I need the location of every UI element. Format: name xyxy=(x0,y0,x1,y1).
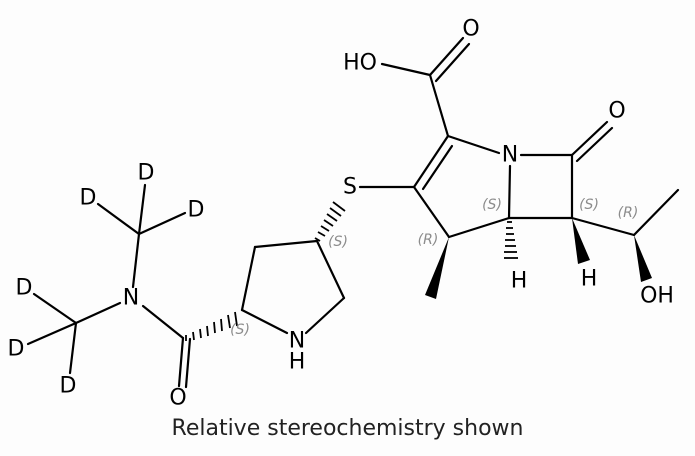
atom-d2: D xyxy=(80,186,97,211)
atom-h6: H xyxy=(581,267,598,292)
bond-c4-c5 xyxy=(447,216,511,239)
wedge-c4-methyl xyxy=(425,237,449,299)
atom-h5: H xyxy=(511,269,528,294)
bond-c3-c2-double-1 xyxy=(412,134,450,189)
atom-d5: D xyxy=(8,337,25,362)
bond-n-cd3-top xyxy=(131,232,141,289)
atom-d3: D xyxy=(188,198,205,223)
atom-o-acid: O xyxy=(462,17,479,42)
bond-n-carbonyl xyxy=(141,304,185,340)
atom-n-amide: N xyxy=(123,286,139,311)
diagram-caption: Relative stereochemistry shown xyxy=(171,416,524,441)
atom-h-pyrrolidine: H xyxy=(289,350,306,375)
bond-c-d-top xyxy=(137,183,147,236)
hashed-bond-c5-h xyxy=(504,221,518,259)
bond-c3-c2-double-2 xyxy=(421,144,454,191)
bond-c-d-ll xyxy=(26,321,78,346)
atom-d4: D xyxy=(16,276,33,301)
bond-c6-c8 xyxy=(570,216,636,237)
stereo-labels: (S) (S) (R) (S) (S) (R) xyxy=(230,197,638,338)
stereo-c8-hydroxyethyl: (R) xyxy=(618,205,639,221)
bond-c3-c4-pyr xyxy=(253,239,319,249)
bond-amide-co-2 xyxy=(184,337,192,389)
stereo-c6-carbapenem: (S) xyxy=(579,197,599,213)
bond-cooh-oh xyxy=(380,62,432,77)
stereo-c2-pyrrolidine: (S) xyxy=(230,322,250,338)
bond-c4-c5-pyr xyxy=(315,239,346,300)
bond-c2-n xyxy=(446,134,501,155)
bond-c-d-left xyxy=(96,202,141,236)
atom-n-lactam: N xyxy=(502,143,518,168)
atom-n-pyrrolidine: N xyxy=(289,329,305,354)
bond-n-c5 xyxy=(507,164,512,220)
hashed-bond-thioether xyxy=(314,201,346,242)
bond-c-d-bottom xyxy=(68,321,78,375)
bond-n-c2-pyr xyxy=(240,308,289,335)
bond-c8-methyl xyxy=(632,188,680,237)
atom-o-amide: O xyxy=(169,386,186,411)
bond-c3-c4 xyxy=(412,185,451,239)
stereo-c5-carbapenem: (S) xyxy=(482,197,502,213)
bond-amide-co-1 xyxy=(177,336,185,388)
hashed-bond-amide xyxy=(185,311,238,341)
bond-c-d-right xyxy=(137,211,187,236)
atom-d6: D xyxy=(60,374,77,399)
bond-c2-cooh xyxy=(428,73,450,138)
atom-s: S xyxy=(343,175,357,200)
bond-n-cd3-bottom xyxy=(74,301,122,325)
atom-oh-side: OH xyxy=(640,284,674,309)
atom-ho-acid: HO xyxy=(343,51,377,76)
bond-cooh-o-2 xyxy=(434,42,471,83)
bond-c7-o-1 xyxy=(570,120,609,157)
atom-labels: D D D N D D D O N H S HO O N O H H OH xyxy=(8,17,674,411)
atom-d1: D xyxy=(138,161,155,186)
stereo-c4-pyrrolidine: (S) xyxy=(328,234,348,250)
bond-c5-n-pyr xyxy=(304,296,346,335)
wedge-c8-oh xyxy=(634,235,652,282)
bond-c7-o-2 xyxy=(575,126,614,163)
bonds xyxy=(26,36,680,389)
bond-c-d-ul xyxy=(32,292,78,325)
atom-o-lactam: O xyxy=(608,99,625,124)
bond-cooh-o-1 xyxy=(428,36,465,77)
stereo-c4-carbapenem: (R) xyxy=(418,232,439,248)
wedge-c6-h xyxy=(572,218,590,264)
bond-c2-c3-pyr xyxy=(240,245,257,312)
